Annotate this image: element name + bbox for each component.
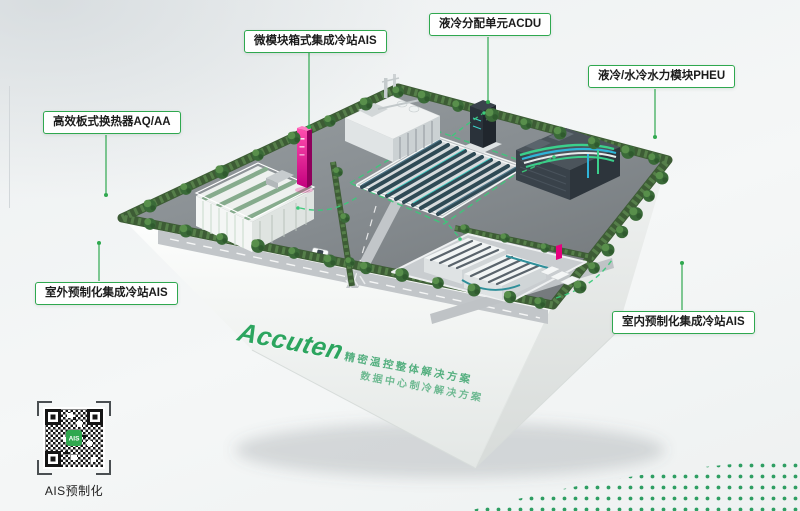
qr-logo-text: AIS xyxy=(69,436,81,443)
callout-acdu-unit: 液冷分配单元ACDU xyxy=(429,13,552,36)
indoor-station-platform xyxy=(391,233,587,303)
callout-plate-heat-exchanger: 高效板式换热器AQ/AA xyxy=(43,111,181,134)
callout-label: 室外预制化集成冷站AIS xyxy=(45,287,168,299)
server-rack-rows xyxy=(360,140,518,216)
qr-modules: AIS xyxy=(43,407,105,469)
callout-label: 室内预制化集成冷站AIS xyxy=(622,316,745,328)
callout-indoor-station: 室内预制化集成冷站AIS xyxy=(612,311,755,334)
qr-code: AIS xyxy=(36,400,112,476)
flow-lines xyxy=(299,113,613,299)
callout-outdoor-station: 室外预制化集成冷站AIS xyxy=(35,282,178,305)
callout-label: 高效板式换热器AQ/AA xyxy=(53,116,171,128)
qr-center-logo-icon xyxy=(66,430,82,446)
flow-line-dots xyxy=(296,111,556,241)
leader-line-dots xyxy=(97,100,684,265)
dot-wave-decoration xyxy=(468,459,800,511)
left-accent-rule xyxy=(9,86,10,208)
callout-label: 液冷/水冷水力模块PHEU xyxy=(598,70,726,82)
qr-finder-icons xyxy=(45,409,103,467)
micro-module-building xyxy=(344,74,441,162)
callout-micro-module-station: 微模块箱式集成冷站AIS xyxy=(244,30,387,53)
leader-lines xyxy=(98,37,683,310)
outdoor-station-building xyxy=(194,162,316,252)
qr-frame-icon xyxy=(37,401,111,475)
qr-caption: AIS预制化 xyxy=(44,484,104,498)
qr-code-graphic: AIS xyxy=(37,401,111,475)
callout-pheu-module: 液冷/水冷水力模块PHEU xyxy=(588,65,736,88)
callout-label: 液冷分配单元ACDU xyxy=(439,18,542,30)
callout-label: 微模块箱式集成冷站AIS xyxy=(254,35,377,47)
magenta-tower xyxy=(295,126,313,193)
